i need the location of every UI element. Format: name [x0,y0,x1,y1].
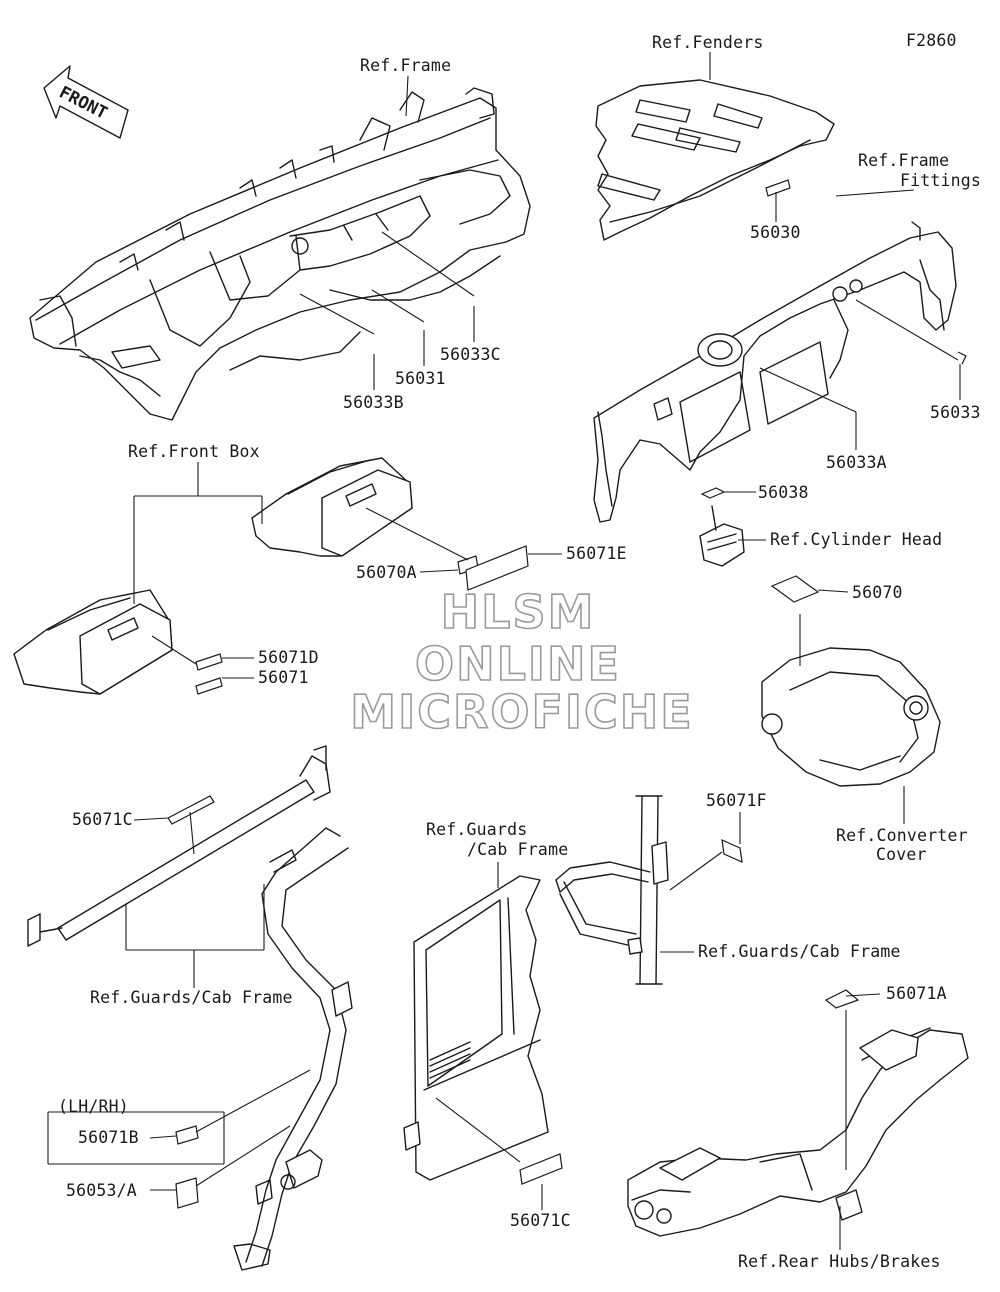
part-56030-label: 56030 [750,223,801,242]
ref-guards-mid-label-1: Ref.Guards [426,820,527,839]
ref-guards-mid-label-2: /Cab Frame [467,840,568,859]
lhrh-label: (LH/RH) [58,1097,129,1116]
ref-rear-hubs-label: Ref.Rear Hubs/Brakes [738,1252,941,1271]
part-56033B-label: 56033B [343,393,404,412]
part-56033C-label: 56033C [440,345,501,364]
leader-lines [47,52,961,1250]
frame-assembly-icon [29,87,531,421]
front-box-upper-icon [251,457,413,557]
decal-56071F-icon [721,839,743,863]
ref-front-box-label: Ref.Front Box [128,442,260,461]
frame-fittings-icon [593,221,957,523]
watermark-line-1: HLSM [441,585,596,639]
decal-56071D-icon [195,653,223,671]
part-56038-label: 56038 [758,483,809,502]
labels: Ref.Frame Ref.Fenders 56030 56033C 56031… [58,33,981,1271]
front-box-lower-icon [13,589,173,695]
part-56071E-label: 56071E [566,544,627,563]
decal-56071-icon [195,677,223,695]
guard-frame-icon [555,795,669,985]
decal-56033-icon [957,351,967,365]
part-56071F-label: 56071F [706,791,767,810]
cylinder-head-icon [699,505,745,567]
ref-guards-right-label: Ref.Guards/Cab Frame [698,942,901,961]
part-56033-label: 56033 [930,403,981,422]
part-56070A-label: 56070A [356,563,417,582]
part-56071C-top-label: 56071C [72,810,133,829]
ref-guards-left-label: Ref.Guards/Cab Frame [90,988,293,1007]
part-56071D-label: 56071D [258,648,319,667]
decal-56071C-bottom-icon [519,1153,563,1185]
watermark-line-2: ONLINE [415,637,621,691]
part-56053A-label: 56053/A [66,1181,137,1200]
part-56033A-label: 56033A [826,453,887,472]
ref-frame-fittings-label-1: Ref.Frame [858,151,949,170]
decal-56070-icon [770,575,820,603]
figure-id: F2860 [906,31,957,50]
watermark-line-3: MICROFICHE [350,685,693,739]
front-arrow-icon: FRONT [43,65,129,139]
part-56031-label: 56031 [395,369,446,388]
decal-56071C-top-icon [167,795,215,825]
decal-56071A-icon [824,989,860,1009]
ref-converter-label-2: Cover [876,845,927,864]
ref-cylinder-head-label: Ref.Cylinder Head [770,530,942,549]
part-56070-label: 56070 [852,583,903,602]
bent-tube-icon [233,827,353,1271]
decal-56030-icon [765,179,791,197]
part-56071A-label: 56071A [886,984,947,1003]
decal-56053A-icon [175,1177,199,1209]
decal-56038-icon [700,487,726,499]
rear-hub-arm-icon [627,1027,969,1237]
guard-bar-icon [27,745,331,947]
ref-converter-label-1: Ref.Converter [836,826,968,845]
ref-frame-label: Ref.Frame [360,56,451,75]
ref-frame-fittings-label-2: Fittings [900,171,981,190]
ref-fenders-label: Ref.Fenders [652,33,763,52]
part-56071C-bottom-label: 56071C [510,1211,571,1230]
part-56071-label: 56071 [258,668,309,687]
decal-56071E-icon [465,545,529,591]
cab-panel-icon [403,875,549,1181]
watermark: HLSM ONLINE MICROFICHE [349,584,693,740]
decal-56071B-icon [175,1125,199,1145]
converter-cover-icon [761,647,941,787]
fender-icon [595,79,835,241]
part-56071B-label: 56071B [78,1128,139,1147]
